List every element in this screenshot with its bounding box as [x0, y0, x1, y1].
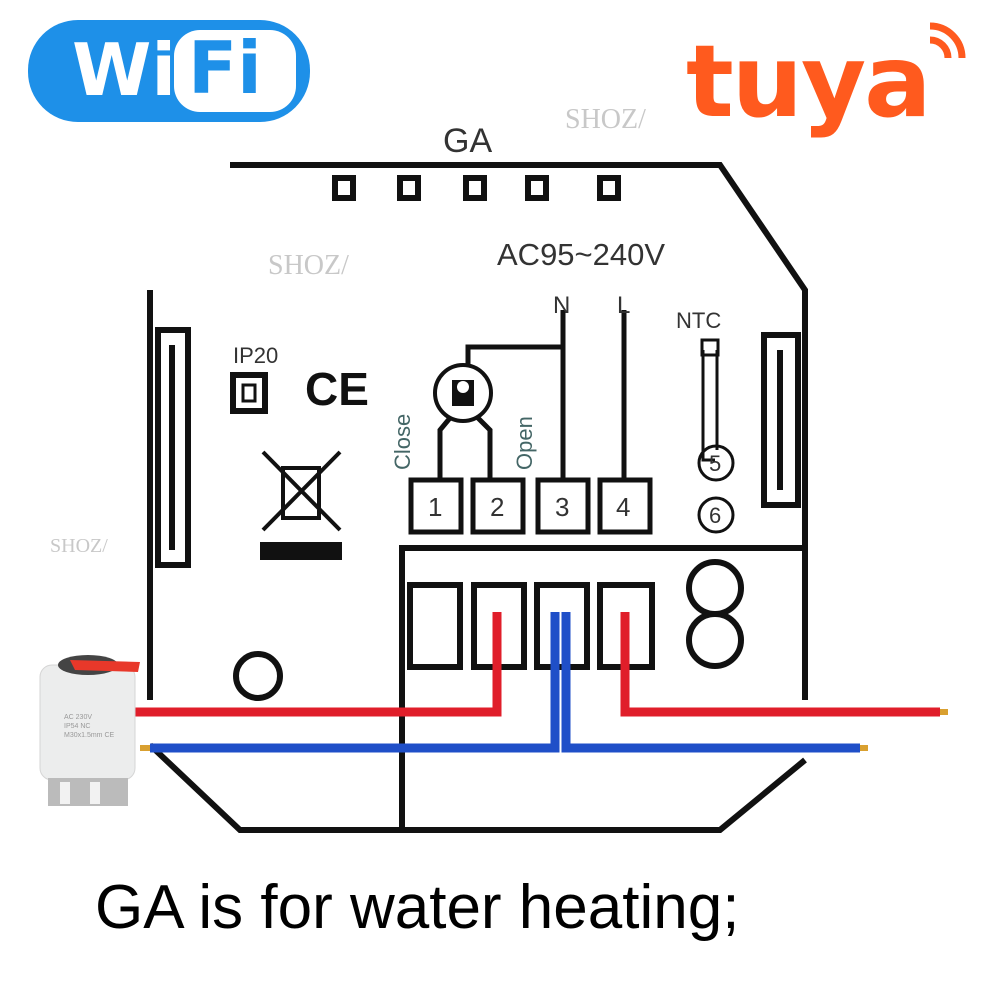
live-label: L [617, 292, 631, 319]
actuator-label: AC 230V IP54 NC M30x1.5mm CE [64, 713, 114, 740]
terminal-2: 2 [490, 492, 505, 522]
terminal-1: 1 [428, 492, 443, 522]
tuya-signal-icon [929, 22, 966, 59]
ce-mark: CE [305, 363, 369, 415]
terminal-5: 5 [709, 451, 722, 476]
neutral-label: N [553, 292, 571, 319]
ip20-box [230, 372, 268, 414]
wifi-logo: Wi Fi [28, 20, 310, 122]
close-label: Close [390, 413, 415, 470]
actuator-label-line1: AC 230V [64, 714, 93, 721]
caption: GA is for water heating; [95, 873, 740, 942]
neutral-wire-actuator [150, 612, 560, 753]
actuator-label-line3: M30x1.5mm CE [64, 732, 115, 739]
wifi-logo-fi: Fi [188, 26, 262, 110]
live-wire-supply [620, 612, 940, 717]
watermark: SHOZ/ [50, 535, 108, 557]
voltage-label: AC95~240V [497, 237, 666, 272]
left-slot [155, 327, 191, 568]
thermostat-outline [147, 162, 808, 833]
motor-label: M [458, 381, 466, 391]
terminal-4: 4 [616, 492, 631, 522]
terminal-6: 6 [709, 503, 722, 528]
terminal-3: 3 [555, 492, 570, 522]
watermark: SHOZ/ [268, 250, 349, 281]
tuya-logo: tuya [686, 23, 932, 140]
wifi-logo-wi: Wi [72, 28, 177, 112]
open-label: Open [512, 416, 537, 470]
right-slot [761, 332, 801, 508]
neutral-wire-supply [561, 612, 860, 753]
ip-rating-label: IP20 [233, 343, 279, 368]
weee-icon [260, 450, 342, 560]
ntc-label: NTC [676, 308, 722, 333]
model-label: GA [443, 122, 493, 160]
wifi-logo-fi-box: Fi [174, 26, 296, 112]
thermal-actuator-image [39, 655, 140, 806]
actuator-label-line2: IP54 NC [64, 723, 91, 730]
live-wire-actuator [130, 612, 502, 717]
watermark: SHOZ/ [565, 104, 646, 135]
